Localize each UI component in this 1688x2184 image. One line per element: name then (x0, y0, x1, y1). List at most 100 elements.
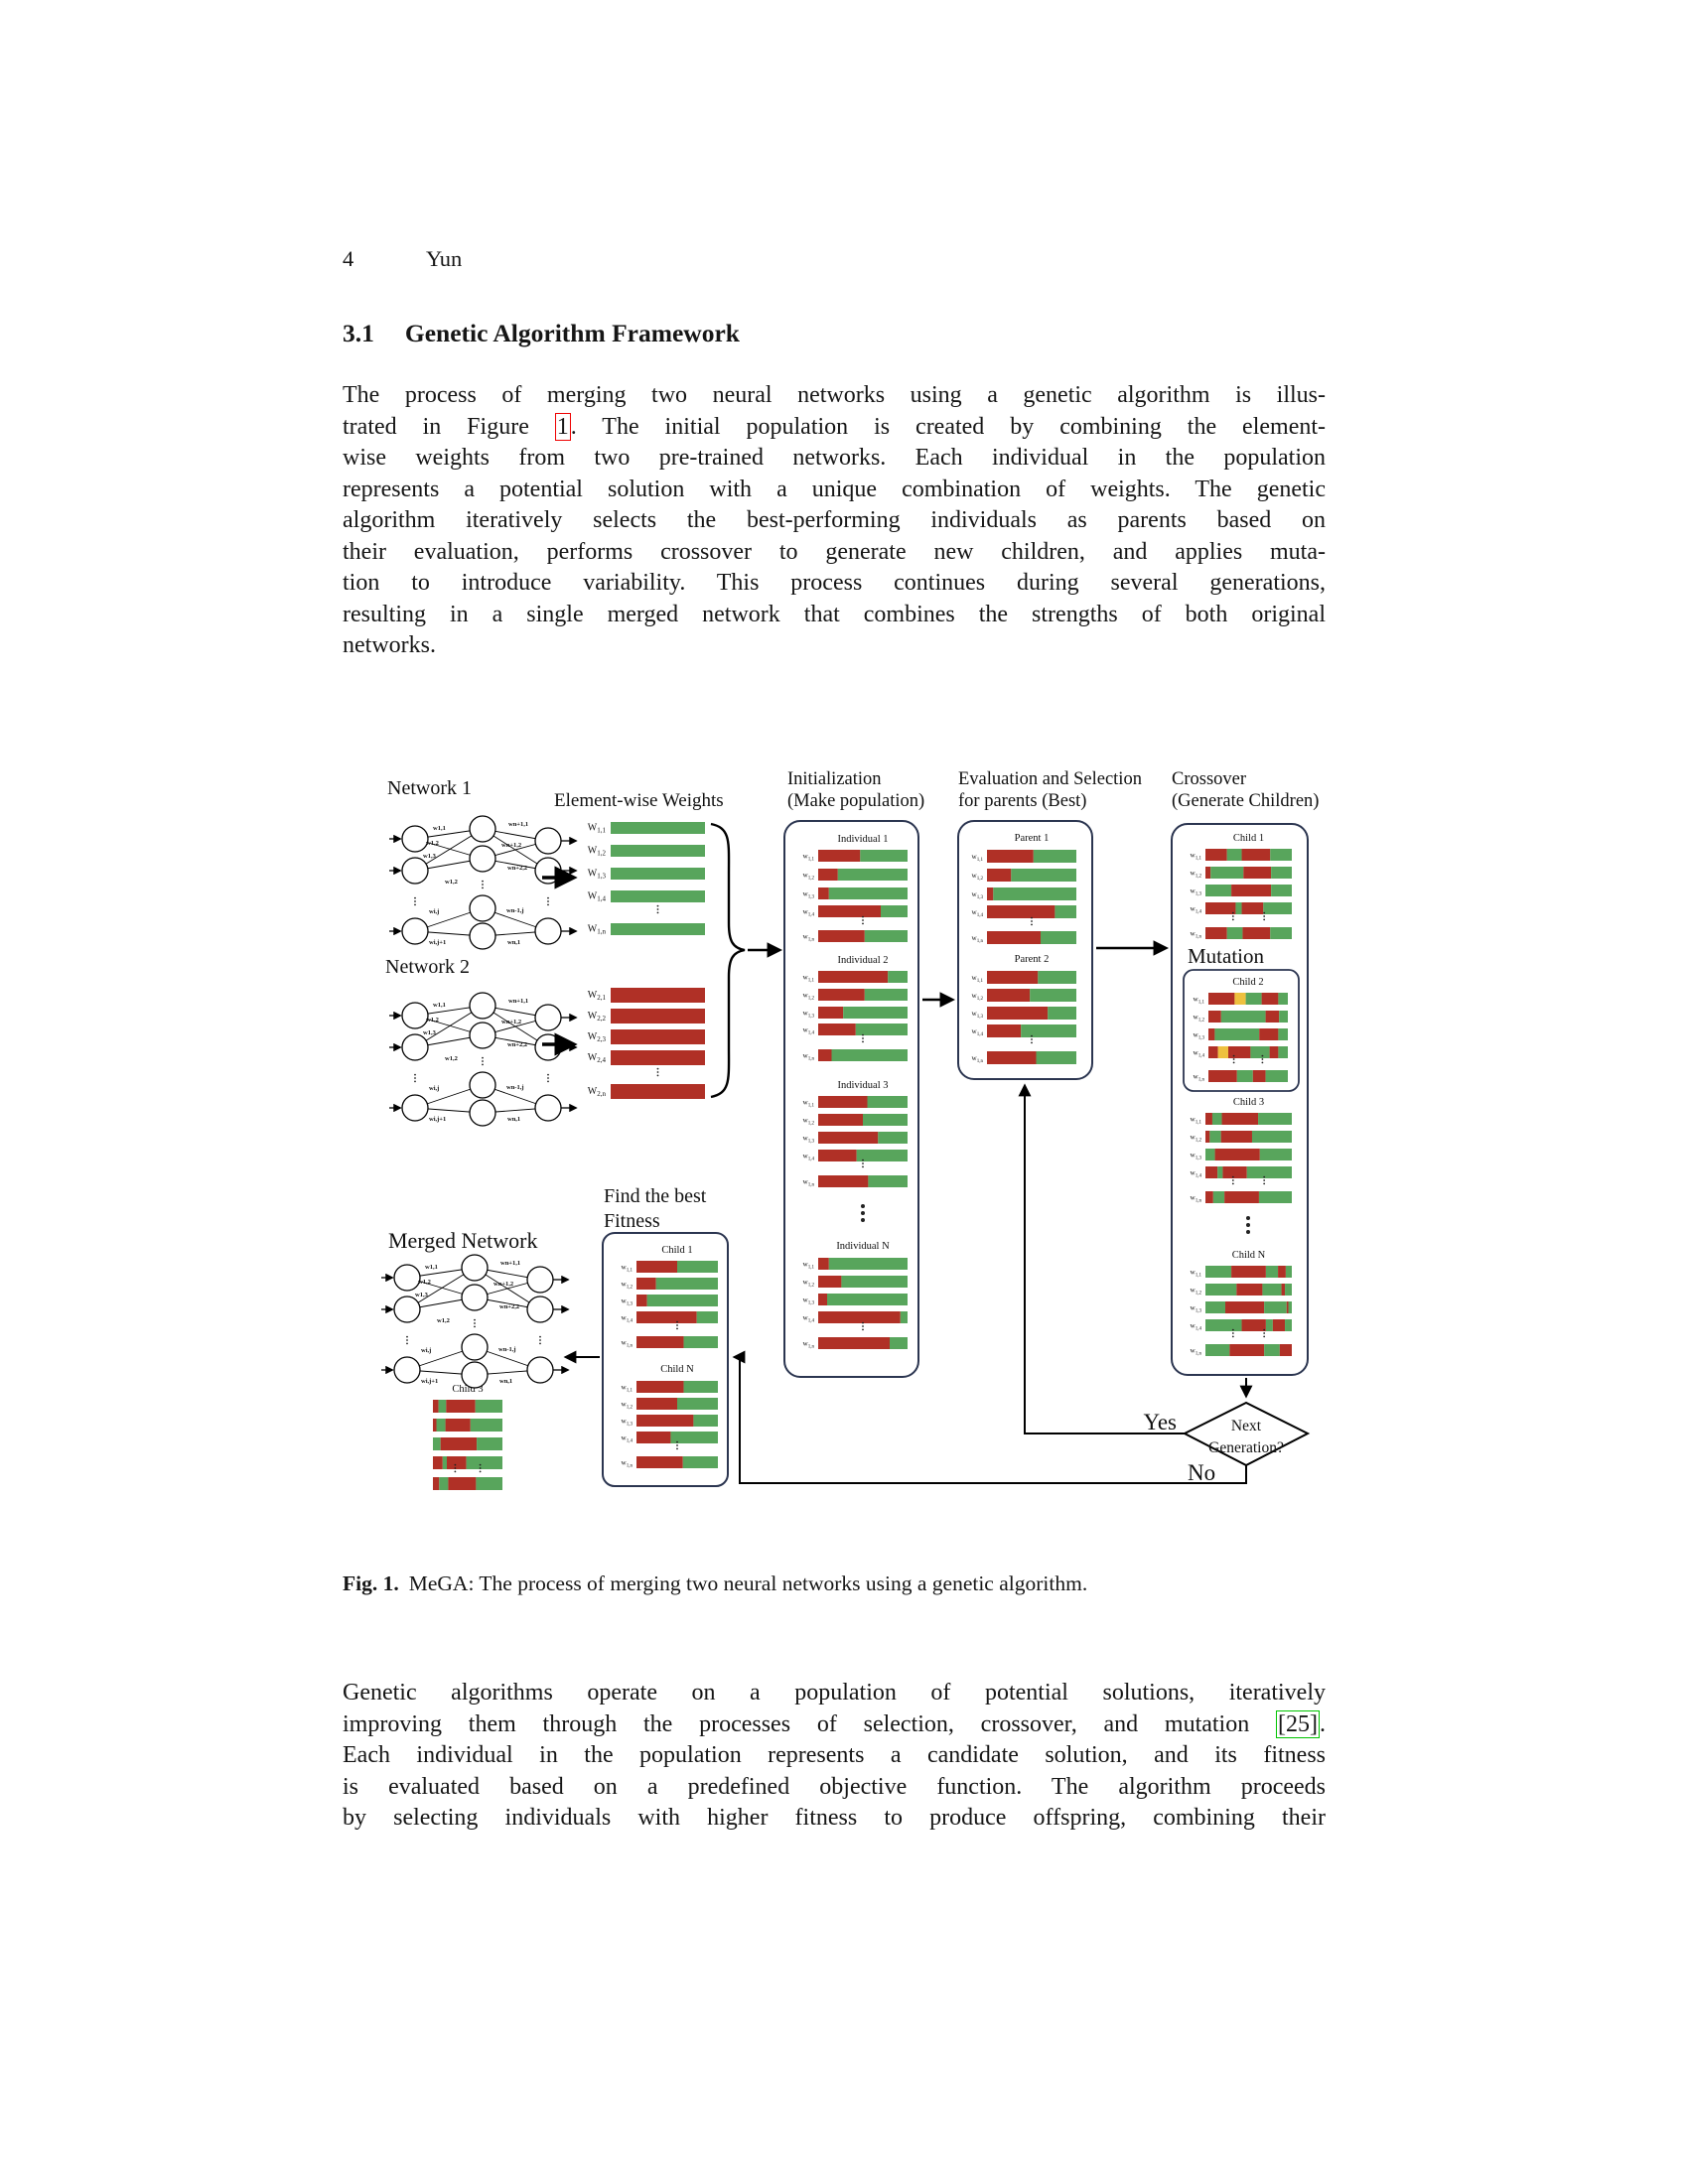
neuron-node (461, 1254, 489, 1282)
weight-segment (1279, 1344, 1292, 1356)
vertical-ellipsis (862, 1159, 864, 1168)
weight-segment (447, 1456, 467, 1469)
neuron-node (461, 1333, 489, 1361)
weight-row-label: w1,n (803, 933, 815, 943)
edge-weight-label: wn+1,1 (500, 1260, 520, 1267)
edge-weight-label: wn+1,2 (493, 1281, 513, 1288)
weight-segment (1030, 989, 1076, 1002)
weight-segment (818, 1276, 842, 1288)
weight-segment (1270, 927, 1292, 939)
bar-group-title: Parent 1 (1015, 833, 1050, 844)
weight-row-label: w1,4 (803, 908, 815, 918)
edge-weight-label: wn+2,2 (507, 1041, 527, 1048)
yes-flow-connector (1018, 1083, 1185, 1434)
neuron-node (461, 1361, 489, 1389)
weight-segment (1285, 1266, 1292, 1278)
vertical-ellipsis (547, 896, 549, 906)
weight-row-label: w1,1 (803, 1099, 815, 1109)
paragraph-1: The process of merging two neural networ… (343, 380, 1326, 662)
citation-link[interactable]: [25] (1276, 1709, 1320, 1738)
weight-segment (683, 1381, 718, 1393)
weight-segment (1208, 1028, 1215, 1040)
network-1-diagram (389, 815, 578, 950)
neuron-node (534, 1033, 562, 1061)
weight-segment (828, 1258, 908, 1270)
weight-segment (1036, 1051, 1076, 1064)
vertical-ellipsis (862, 1033, 864, 1043)
edge-weight-label: w1,2 (426, 840, 439, 847)
vertical-ellipsis (539, 1335, 541, 1345)
weight-segment (864, 930, 908, 942)
bar-group-cross-child-1: w1,1w1,2w1,3w1,4w1,n (1191, 849, 1292, 940)
weight-segment (1226, 849, 1242, 861)
weight-segment (1259, 1028, 1279, 1040)
neuron-node (401, 1002, 429, 1029)
weight-row-label: w1,1 (972, 974, 984, 984)
weight-segment (818, 1150, 857, 1161)
vertical-ellipsis (1231, 1328, 1234, 1338)
weight-segment (1265, 1011, 1280, 1023)
weight-segment (1041, 931, 1076, 944)
weight-row-label: W2,n (588, 1086, 607, 1098)
edge-weight-label: w1,1 (433, 1002, 446, 1009)
weight-segment (868, 1175, 908, 1187)
weight-segment (1205, 902, 1236, 914)
weight-row-label: w1,3 (1191, 1304, 1202, 1314)
edge-weight-label: w1,3 (423, 1029, 437, 1036)
weight-segment (1225, 1301, 1265, 1313)
weights-brace (710, 822, 746, 1099)
weight-segment (1231, 885, 1272, 896)
edge-weight-label: w1,1 (425, 1264, 438, 1271)
weight-segment (655, 1278, 718, 1290)
find-best-fitness-sublabel: Fitness (604, 1210, 660, 1232)
text-run: improving them through the processes of … (343, 1710, 1277, 1737)
weight-segment (1241, 849, 1271, 861)
weight-segment (1279, 1011, 1288, 1023)
vertical-ellipsis (479, 1463, 482, 1473)
vertical-ellipsis (1263, 1328, 1266, 1338)
evaluation-sublabel: for parents (Best) (958, 791, 1086, 811)
initialization-label: Initialization (787, 769, 882, 789)
weight-segment (881, 905, 908, 917)
edge-weight-label: w1,3 (415, 1292, 429, 1298)
weight-segment (636, 1415, 694, 1427)
paragraph-line: networks. (343, 632, 436, 658)
weight-row-label: w1,1 (1191, 1269, 1202, 1279)
weight-row-label: w1,3 (803, 1010, 815, 1020)
weight-segment (466, 1456, 502, 1469)
figure-1-diagram: W1,1W1,2W1,3W1,4W1,nW2,1W2,2W2,3W2,4W2,n… (381, 769, 1319, 1490)
section-number: 3.1 (343, 319, 374, 347)
paragraph-line: tion to introduce variability. This proc… (343, 570, 1326, 596)
neuron-node (526, 1296, 554, 1323)
weight-segment (818, 971, 889, 983)
neuron-node (469, 1022, 496, 1049)
weight-row-label: w1,1 (972, 853, 984, 863)
edge-weight-label: wn+2,2 (499, 1303, 519, 1310)
weight-row-label: w1,n (622, 1459, 633, 1469)
weight-row-label: w1,3 (972, 1010, 984, 1020)
vertical-ellipsis (1031, 1034, 1033, 1044)
weight-segment (987, 850, 1034, 863)
neuron-node (469, 845, 496, 873)
weight-segment (843, 1007, 908, 1019)
weight-segment (1055, 905, 1076, 918)
weight-segment (841, 1276, 908, 1288)
evaluation-label: Evaluation and Selection (958, 769, 1142, 789)
neuron-node (534, 917, 562, 945)
weight-segment (475, 1400, 502, 1413)
weight-segment (1217, 1046, 1228, 1058)
next-generation-decision (1182, 1401, 1311, 1467)
weight-segment (818, 887, 829, 899)
bar-group-fit-child-1: w1,1w1,2w1,3w1,4w1,n (622, 1261, 718, 1349)
page-number: 4 (343, 246, 354, 271)
bar-group-individual-N: w1,1w1,2w1,3w1,4w1,n (803, 1258, 908, 1350)
figure-ref-link[interactable]: 1 (554, 412, 571, 441)
weight-segment (987, 971, 1039, 984)
weight-segment (900, 1311, 908, 1323)
bar-group-title: Individual 1 (837, 834, 888, 845)
weight-segment (1228, 1046, 1251, 1058)
weight-row-label: w1,n (972, 1054, 984, 1064)
decision-text-line2: Generation? (1208, 1439, 1284, 1456)
bar-group-title: Child N (660, 1364, 694, 1375)
